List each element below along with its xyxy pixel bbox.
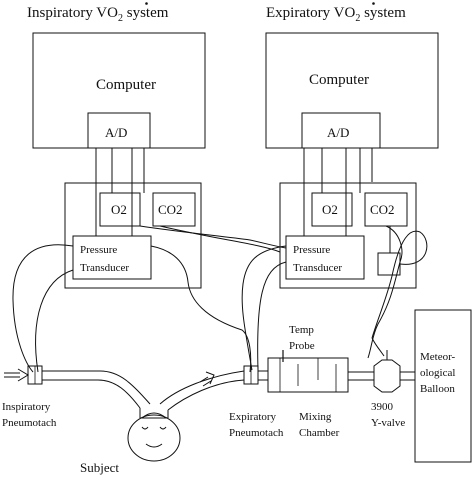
expiratory-pressure-line (150, 245, 252, 373)
vdot-marker (145, 2, 148, 5)
sample-line (139, 225, 287, 249)
expiratory-pressure-label-2: Transducer (293, 262, 342, 274)
inspiratory-pneumotach-label-2: Pneumotach (2, 417, 57, 429)
expiratory-analyzer-housing (279, 182, 417, 289)
inspiratory-pressure-line (35, 269, 74, 373)
subject-head (127, 414, 181, 462)
inspiratory-pressure-label-2: Transducer (80, 262, 129, 274)
expiratory-o2-analyzer (311, 192, 353, 227)
yvalve-label-2: Y-valve (371, 417, 405, 429)
expiratory-pressure-line (257, 261, 287, 371)
expiratory-system: Expiratory VO2 system Computer A/D O2 CO… (265, 2, 439, 289)
connector (348, 371, 374, 381)
yvalve-label-1: 3900 (371, 401, 394, 413)
mouthpiece (139, 408, 169, 419)
inspiratory-ad-label: A/D (105, 125, 127, 140)
expiratory-ad-box (301, 112, 381, 149)
inspiratory-limb (42, 370, 151, 409)
inflow-arrow (4, 368, 29, 382)
mixing-chamber-label-1: Mixing (299, 411, 332, 423)
temp-probe-cable (371, 337, 385, 357)
inspiratory-pneumotach-label-1: Inspiratory (2, 401, 51, 413)
expiratory-pressure-label-1: Pressure (293, 244, 330, 256)
inspiratory-analyzer-housing (64, 182, 202, 289)
subject-eyes (141, 426, 167, 430)
subject-nose-clip (141, 412, 167, 419)
inspiratory-pressure-label-1: Pressure (80, 244, 117, 256)
mixing-chamber (267, 357, 349, 393)
mixing-chamber-label-2: Chamber (299, 427, 340, 439)
expiratory-pneumotach-label-2: Pneumotach (229, 427, 284, 439)
inspiratory-ad-box (87, 112, 151, 149)
vdot-marker (372, 2, 375, 5)
inspiratory-computer-label: Computer (96, 77, 156, 93)
balloon-label-3: Balloon (420, 383, 455, 395)
inspiratory-pressure-transducer (72, 235, 152, 280)
inspiratory-co2-label: CO2 (158, 202, 183, 217)
balloon-label-1: Meteor- (420, 351, 456, 363)
inspiratory-o2-analyzer (99, 192, 141, 227)
sample-line (159, 225, 281, 253)
inspiratory-system-title: Inspiratory VO2 system (27, 5, 169, 24)
subject-label: Subject (80, 460, 119, 475)
tubing (12, 225, 428, 373)
subject (127, 412, 181, 462)
subject-mouth (145, 443, 163, 448)
expiratory-computer-label: Computer (309, 72, 369, 88)
sample-line (367, 225, 403, 359)
expiratory-pneumotach-label-1: Expiratory (229, 411, 277, 423)
expiratory-pressure-transducer (285, 235, 365, 280)
meteorological-balloon (414, 309, 472, 463)
inspiratory-o2-label: O2 (111, 202, 127, 217)
temp-probe-label-2: Probe (289, 340, 315, 352)
expiratory-pressure-line (241, 245, 287, 371)
expiratory-flow-arrow (199, 371, 215, 387)
inspiratory-pressure-line (12, 244, 74, 373)
expiratory-co2-label: CO2 (370, 202, 395, 217)
expiratory-ad-label: A/D (327, 125, 349, 140)
breathing-circuit (4, 309, 472, 463)
balloon-label-2: ological (420, 367, 455, 379)
connector (400, 371, 415, 381)
expiratory-computer-box (265, 32, 439, 149)
inspiratory-co2-analyzer (152, 192, 196, 227)
y-valve (373, 359, 401, 393)
expiratory-limb (159, 370, 245, 411)
temp-probe-label-1: Temp (289, 324, 314, 336)
expiratory-o2-label: O2 (322, 202, 338, 217)
connector (258, 370, 268, 381)
expiratory-system-title: Expiratory VO2 system (266, 5, 406, 24)
labels: Temp Probe Meteor- ological Balloon Insp… (2, 324, 456, 475)
inspiratory-system: Inspiratory VO2 system Computer A/D O2 C… (27, 2, 206, 289)
temp-probe-cable (371, 230, 428, 339)
